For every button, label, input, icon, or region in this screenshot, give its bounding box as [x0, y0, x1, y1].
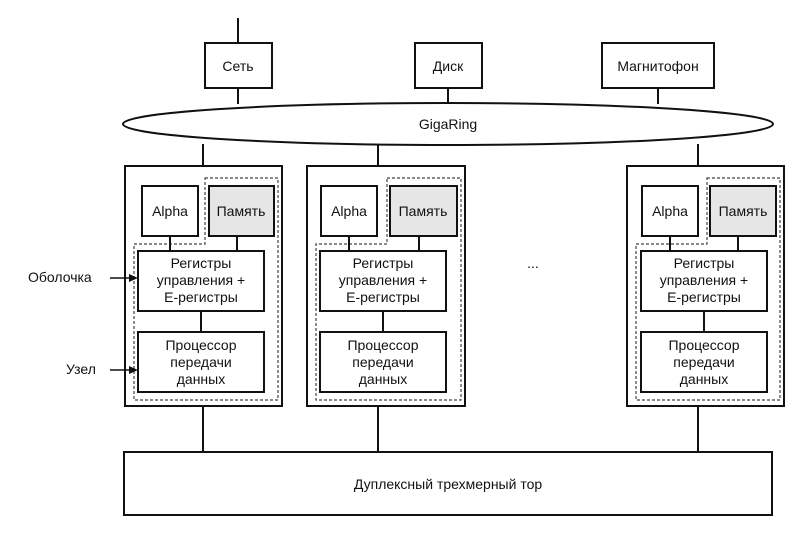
device-network-label: Сеть [222, 58, 253, 74]
shell-outline [315, 177, 462, 401]
registers-line-1: Регистры [353, 255, 414, 271]
registers-line-1: Регистры [171, 255, 232, 271]
transfer-processor-line-1: Процессор [165, 337, 236, 353]
alpha-box [641, 185, 699, 237]
transfer-processor-box [319, 331, 447, 393]
transfer-processor-line-3: данных [177, 371, 225, 387]
registers-line-2: управления + [339, 272, 427, 288]
memory-box [709, 185, 777, 237]
device-tape-label: Магнитофон [617, 58, 698, 74]
registers-line-2: управления + [660, 272, 748, 288]
memory-box [389, 185, 458, 237]
memory-label: Память [719, 203, 768, 219]
registers-box [137, 250, 265, 312]
gigaring-label: GigaRing [419, 116, 477, 132]
device-tape: Магнитофон [601, 42, 715, 89]
memory-label: Память [399, 203, 448, 219]
transfer-processor-line-2: передачи [170, 354, 231, 370]
transfer-processor-box [137, 331, 265, 393]
processing-node-1: Alpha Память Регистры управления + Е-рег… [124, 165, 283, 407]
memory-box [208, 185, 275, 237]
transfer-processor-line-1: Процессор [347, 337, 418, 353]
processing-node-2: Alpha Память Регистры управления + Е-рег… [306, 165, 466, 407]
shell-arrow-head [129, 274, 138, 282]
shell-annotation: Оболочка [28, 269, 92, 285]
registers-line-3: Е-регистры [346, 289, 420, 305]
duplex-3d-torus: Дуплексный трехмерный тор [123, 451, 773, 516]
transfer-processor-line-3: данных [359, 371, 407, 387]
processing-node-3: Alpha Память Регистры управления + Е-рег… [626, 165, 785, 407]
memory-label: Память [217, 203, 266, 219]
node-annotation: Узел [66, 361, 96, 377]
gigaring: GigaRing [122, 102, 774, 146]
transfer-processor-line-1: Процессор [668, 337, 739, 353]
registers-line-3: Е-регистры [164, 289, 238, 305]
torus-label: Дуплексный трехмерный тор [354, 476, 543, 492]
node-arrow-head [129, 366, 138, 374]
registers-line-3: Е-регистры [667, 289, 741, 305]
transfer-processor-line-2: передачи [673, 354, 734, 370]
shell-outline [635, 177, 781, 401]
alpha-label: Alpha [652, 203, 688, 219]
alpha-label: Alpha [331, 203, 367, 219]
registers-line-2: управления + [157, 272, 245, 288]
registers-line-1: Регистры [674, 255, 735, 271]
more-nodes-ellipsis: ... [527, 255, 539, 271]
transfer-processor-line-2: передачи [352, 354, 413, 370]
shell-outline [133, 177, 279, 401]
device-disk: Диск [414, 42, 483, 89]
device-disk-label: Диск [433, 58, 464, 74]
transfer-processor-box [640, 331, 768, 393]
transfer-processor-line-3: данных [680, 371, 728, 387]
alpha-label: Alpha [152, 203, 188, 219]
device-network: Сеть [204, 42, 273, 89]
alpha-box [141, 185, 199, 237]
